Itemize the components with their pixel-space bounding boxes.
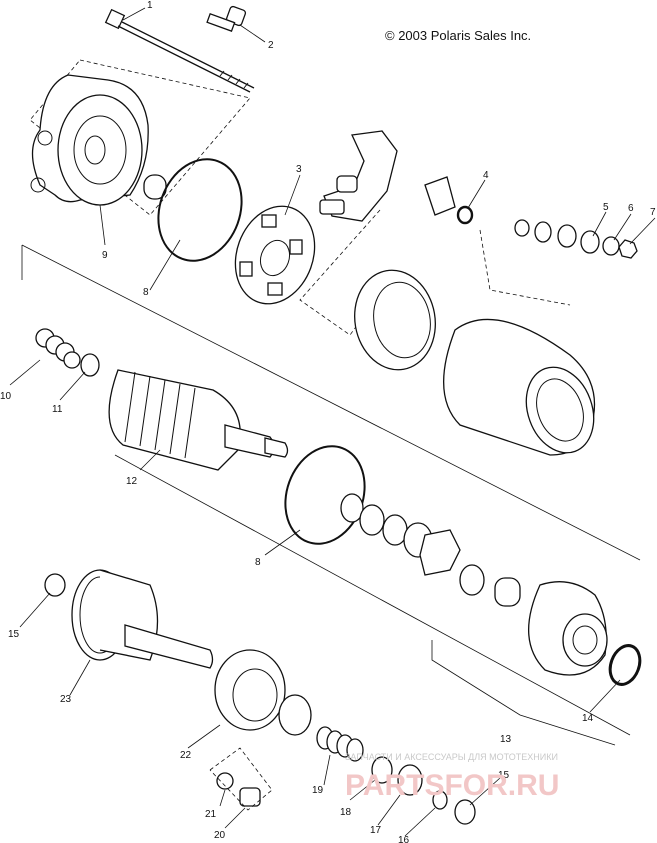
callout-22: 22 <box>180 750 192 761</box>
callout-18: 18 <box>340 807 352 818</box>
callout-19: 19 <box>312 785 324 796</box>
through-bolt <box>104 8 255 93</box>
callout-4: 4 <box>483 170 489 181</box>
bolt <box>239 787 261 807</box>
callout-21: 21 <box>205 809 217 820</box>
callout-8-upper: 8 <box>143 287 149 298</box>
drive-gear <box>214 649 312 736</box>
callout-10: 10 <box>0 391 12 402</box>
callout-7: 7 <box>650 207 656 218</box>
small-washer <box>456 205 474 225</box>
callout-6: 6 <box>628 203 634 214</box>
needle-bearing <box>494 577 521 607</box>
o-ring-lower <box>284 445 366 545</box>
callout-3: 3 <box>296 164 302 175</box>
brush-holder-plate <box>234 205 316 305</box>
callout-12: 12 <box>126 476 138 487</box>
callout-17: 17 <box>370 825 382 836</box>
o-ring-upper <box>157 158 243 262</box>
brush-lead-bracket <box>319 130 456 222</box>
callout-15-right: 15 <box>498 770 510 781</box>
washer-right <box>454 799 476 825</box>
callout-15-left: 15 <box>8 629 20 640</box>
callout-9: 9 <box>102 250 108 261</box>
watermark-tagline: ЗАПЧАСТИ И АКСЕССУАРЫ ДЛЯ МОТОТЕХНИКИ <box>345 752 558 762</box>
watermark-brand: PARTSFOR.RU <box>345 769 559 802</box>
clutch-gear <box>71 569 214 669</box>
collar <box>397 764 423 796</box>
return-spring <box>316 726 364 762</box>
nut-washer-stack <box>514 219 638 259</box>
callout-11: 11 <box>52 404 63 415</box>
callout-13: 13 <box>500 734 512 745</box>
nut <box>216 772 234 790</box>
lock-plate <box>419 529 461 576</box>
callout-2: 2 <box>268 40 274 51</box>
front-end-housing <box>528 581 608 676</box>
watermark: ЗАПЧАСТИ И АКСЕССУАРЫ ДЛЯ МОТОТЕХНИКИ PA… <box>345 752 559 802</box>
callout-8-lower: 8 <box>255 557 261 568</box>
motor-yoke <box>442 318 596 456</box>
leader-lines <box>19 7 656 837</box>
thrust-washer <box>80 353 100 377</box>
seal-ring <box>608 644 642 686</box>
rear-end-cover <box>30 74 149 206</box>
ball-bearing <box>459 564 485 596</box>
callout-14: 14 <box>582 713 594 724</box>
spacer <box>371 756 393 784</box>
callout-23: 23 <box>60 694 72 705</box>
callout-1: 1 <box>147 0 153 11</box>
armature <box>108 369 289 471</box>
copyright-text: © 2003 Polaris Sales Inc. <box>385 28 531 43</box>
callout-5: 5 <box>603 202 609 213</box>
brush-housing-ring <box>354 269 436 371</box>
brush-springs <box>35 328 81 369</box>
callout-16: 16 <box>398 835 410 843</box>
snap-ring <box>432 790 448 810</box>
washer-left <box>44 573 66 597</box>
callout-20: 20 <box>214 830 226 841</box>
guide-lines <box>21 244 641 746</box>
shim-washers <box>340 493 433 558</box>
screw <box>206 5 247 32</box>
